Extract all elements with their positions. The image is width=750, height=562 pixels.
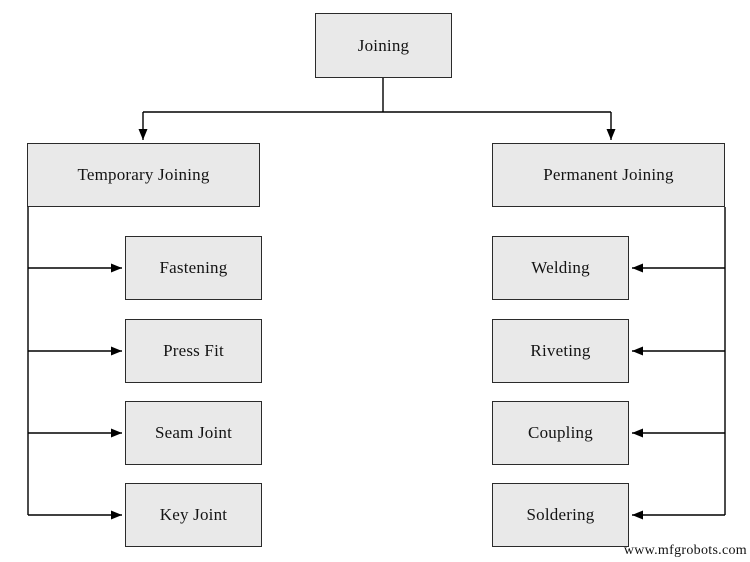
node-joining: Joining (315, 13, 452, 78)
node-press-fit: Press Fit (125, 319, 262, 383)
node-welding: Welding (492, 236, 629, 300)
node-temporary-joining: Temporary Joining (27, 143, 260, 207)
node-seam-joint: Seam Joint (125, 401, 262, 465)
watermark: www.mfgrobots.com (623, 543, 747, 558)
node-coupling: Coupling (492, 401, 629, 465)
node-fastening: Fastening (125, 236, 262, 300)
node-permanent-joining: Permanent Joining (492, 143, 725, 207)
node-soldering: Soldering (492, 483, 629, 547)
node-key-joint: Key Joint (125, 483, 262, 547)
node-riveting: Riveting (492, 319, 629, 383)
